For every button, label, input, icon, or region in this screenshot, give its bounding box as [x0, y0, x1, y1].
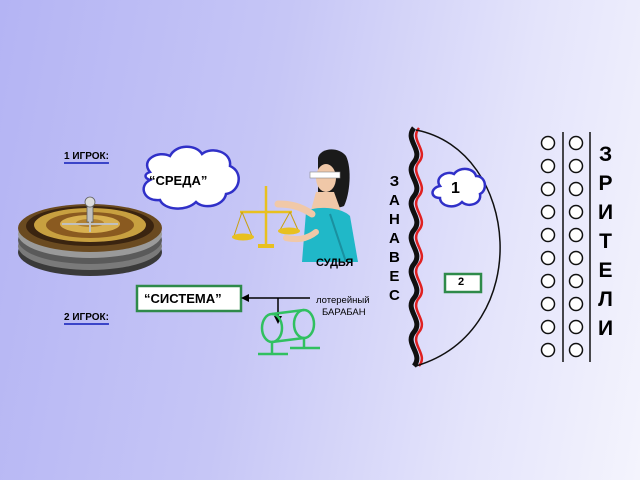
- spectators-word-letter: И: [598, 317, 614, 340]
- judge-label: СУДЬЯ: [316, 257, 354, 269]
- judge-figure-icon: [274, 149, 358, 263]
- curtain-word-letter: А: [389, 192, 400, 209]
- spectator-seat-icon: [540, 204, 556, 220]
- curtain-word-letter: А: [389, 230, 400, 247]
- spectator-seat-icon: [540, 135, 556, 151]
- stage-arc-shape: [415, 129, 501, 367]
- spectators-word-letter: Т: [599, 230, 612, 253]
- spectator-seat-icon: [540, 342, 556, 358]
- spectators-word-letter: Л: [598, 288, 613, 311]
- spectator-seat-icon: [540, 227, 556, 243]
- environment-cloud-shape: [142, 145, 240, 210]
- lottery-label-line-1: лотерейный: [316, 295, 370, 306]
- roulette-wheel-icon: [18, 196, 162, 276]
- spectator-seat-icon: [568, 250, 584, 266]
- spectator-seat-icon: [568, 181, 584, 197]
- spectator-seat-icon: [568, 227, 584, 243]
- spectators-word-letter: З: [598, 143, 613, 166]
- zone-2-box-shape: [443, 272, 483, 294]
- player-2-label: 2 ИГРОК:: [64, 312, 109, 323]
- spectator-seats: [540, 135, 584, 358]
- player-1-label: 1 ИГРОК:: [64, 151, 109, 162]
- system-label: “СИСТЕМА”: [144, 291, 222, 306]
- curtain-word-letter: Е: [389, 268, 400, 285]
- spectators-word-letter: И: [598, 201, 614, 224]
- spectators-word-letter: Е: [598, 259, 613, 282]
- scales-icon: [232, 186, 300, 248]
- curtain-word-letter: С: [389, 287, 400, 304]
- zone-2-label: 2: [458, 276, 465, 288]
- connection-arrows: [241, 294, 310, 324]
- spectator-seat-icon: [568, 296, 584, 312]
- zone-1-cloud-shape: [431, 167, 487, 208]
- spectator-seat-icon: [568, 342, 584, 358]
- environment-label: “СРЕДА”: [149, 173, 208, 188]
- spectator-seat-icon: [568, 273, 584, 289]
- spectator-seat-icon: [568, 135, 584, 151]
- curtain-word-letter: З: [389, 173, 400, 190]
- lottery-drum-icon: [258, 308, 320, 356]
- spectator-seat-icon: [568, 319, 584, 335]
- curtain-word-letter: Н: [389, 211, 400, 228]
- spectator-seat-icon: [540, 273, 556, 289]
- zone-1-label: 1: [451, 180, 460, 197]
- spectator-seat-icon: [540, 250, 556, 266]
- spectator-seat-icon: [568, 204, 584, 220]
- spectator-seat-icon: [540, 158, 556, 174]
- spectator-seat-icon: [540, 181, 556, 197]
- curtain-icon: [408, 126, 424, 368]
- spectator-seat-icon: [540, 319, 556, 335]
- spectator-seat-icon: [540, 296, 556, 312]
- system-box-shape: [135, 284, 243, 313]
- spectator-seat-icon: [568, 158, 584, 174]
- lottery-label-line-2: БАРАБАН: [322, 307, 366, 318]
- curtain-word-letter: В: [389, 249, 400, 266]
- spectators-word-letter: Р: [598, 172, 613, 195]
